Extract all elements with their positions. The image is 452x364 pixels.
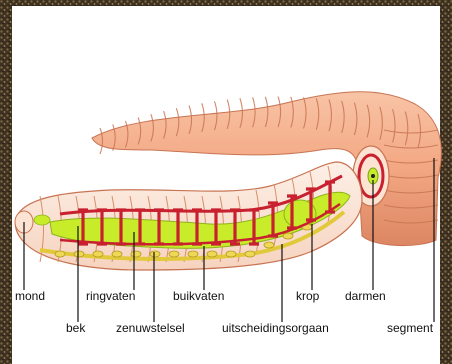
pharynx <box>34 215 50 225</box>
label-buikvaten: buikvaten <box>173 289 224 303</box>
label-bek: bek <box>66 321 86 335</box>
ganglion <box>131 251 141 257</box>
ganglion <box>188 251 198 257</box>
ganglion <box>245 251 255 257</box>
label-krop: krop <box>296 289 320 303</box>
ganglion <box>264 242 274 248</box>
ganglion <box>93 251 103 257</box>
label-ringvaten: ringvaten <box>86 289 135 303</box>
ganglion <box>150 251 160 257</box>
soil-top-edge <box>0 0 452 6</box>
label-segment: segment <box>387 321 434 335</box>
label-darmen: darmen <box>345 289 386 303</box>
ganglion <box>55 251 65 257</box>
label-uitscheidingsorgaan: uitscheidingsorgaan <box>222 321 329 335</box>
ganglion <box>74 251 84 257</box>
worm-front-body <box>15 162 362 270</box>
ganglion <box>207 251 217 257</box>
label-zenuwstelsel: zenuwstelsel <box>116 321 185 335</box>
ganglion <box>226 251 236 257</box>
ganglion <box>169 251 179 257</box>
ganglion <box>112 251 122 257</box>
soil-right-edge <box>440 0 452 364</box>
label-mond: mond <box>15 289 45 303</box>
ganglion <box>283 233 293 239</box>
soil-left-edge <box>0 0 12 364</box>
